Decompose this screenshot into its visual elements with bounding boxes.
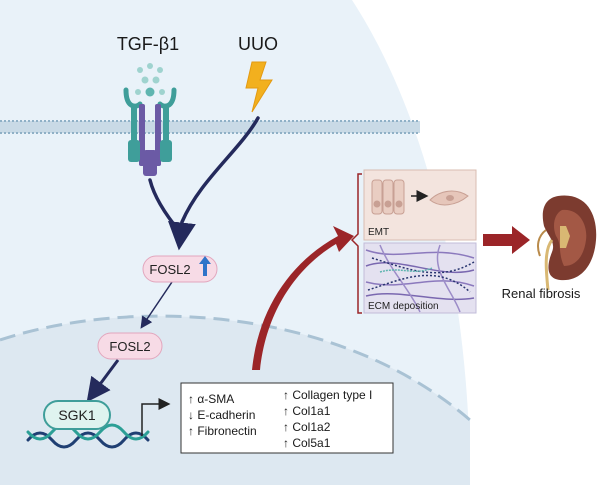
epithelial-cell-icon: [371, 179, 405, 215]
target-right-4: ↑ Col5a1: [283, 436, 331, 450]
up-arrow-icon: [199, 256, 211, 276]
ecm-label: ECM deposition: [368, 301, 439, 312]
target-left-2: ↓ E-cadherin: [188, 408, 255, 422]
signal-arrows: [148, 116, 260, 251]
target-right-1: ↑ Collagen type I: [283, 388, 372, 402]
fosl2-upregulated-node: FOSL2: [142, 255, 218, 283]
fosl2-nuclear-node: FOSL2: [97, 332, 163, 360]
tgf-beta-receptor: [123, 87, 177, 176]
dna-helix: [26, 423, 150, 449]
injury-label: UUO: [238, 34, 278, 54]
ligand-dots: [135, 63, 165, 97]
panel-bracket: [350, 173, 362, 314]
outcome-label: Renal fibrosis: [502, 286, 581, 301]
collagen-fibers-icon: [365, 244, 475, 313]
fosl2-up-label: FOSL2: [149, 262, 190, 277]
sgk1-node: SGK1: [43, 400, 111, 430]
emt-panel: EMT: [363, 169, 477, 241]
ecm-panel: ECM deposition: [363, 242, 477, 314]
outcome-arrow: [483, 226, 530, 254]
mesenchymal-nucleus-icon: [446, 195, 454, 201]
target-genes-box: ↑ α-SMA ↓ E-cadherin ↑ Fibronectin ↑ Col…: [180, 382, 394, 454]
sgk1-activation-arrow: [86, 359, 120, 403]
fosl2-translocation-arrow: [140, 281, 173, 329]
fibrosis-process-arrow: [252, 226, 354, 370]
sgk1-label: SGK1: [58, 407, 96, 423]
plasma-membrane: [0, 120, 420, 134]
target-right-2: ↑ Col1a1: [283, 404, 331, 418]
ligand-label: TGF-β1: [117, 34, 179, 54]
fosl2-nuclear-label: FOSL2: [109, 339, 150, 354]
target-right-3: ↑ Col1a2: [283, 420, 331, 434]
target-left-1: ↑ α-SMA: [188, 392, 234, 406]
transcription-arrow: [141, 398, 171, 436]
lightning-icon: [245, 61, 273, 113]
target-left-3: ↑ Fibronectin: [188, 424, 257, 438]
emt-label: EMT: [368, 227, 389, 238]
kidney-icon: [537, 195, 597, 291]
